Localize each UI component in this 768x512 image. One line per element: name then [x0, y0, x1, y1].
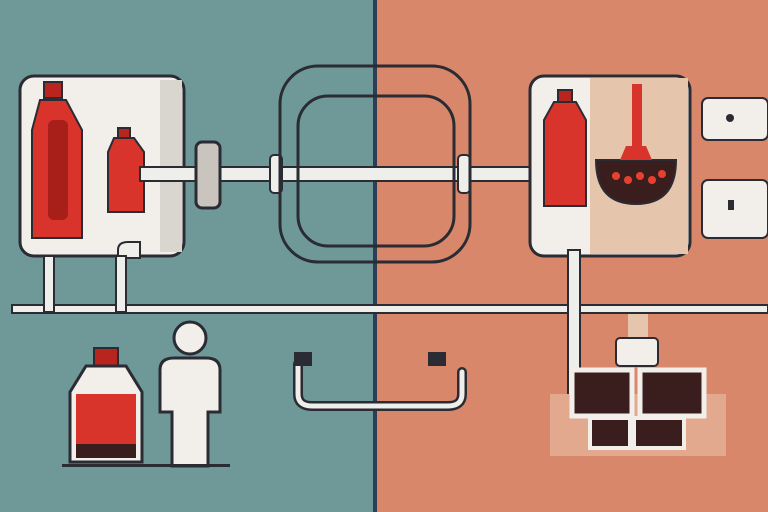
container-boxes	[550, 314, 726, 456]
bowl-with-berries-icon	[594, 84, 678, 206]
left-machine	[18, 74, 186, 313]
center-divider	[373, 0, 377, 512]
person-icon	[158, 320, 222, 468]
small-red-bottle-icon	[107, 127, 145, 213]
red-bottle-icon	[543, 89, 587, 207]
connecting-pipe	[139, 140, 541, 210]
large-red-bottle-icon	[31, 81, 83, 239]
wall-socket-icon	[701, 97, 768, 141]
red-flask-bottle-icon	[68, 347, 144, 464]
horizontal-pipe	[11, 304, 768, 314]
wall-socket-icon	[701, 179, 768, 239]
u-shaped-pipe	[293, 352, 467, 411]
ground-line	[62, 464, 230, 467]
center-loop	[278, 64, 472, 264]
